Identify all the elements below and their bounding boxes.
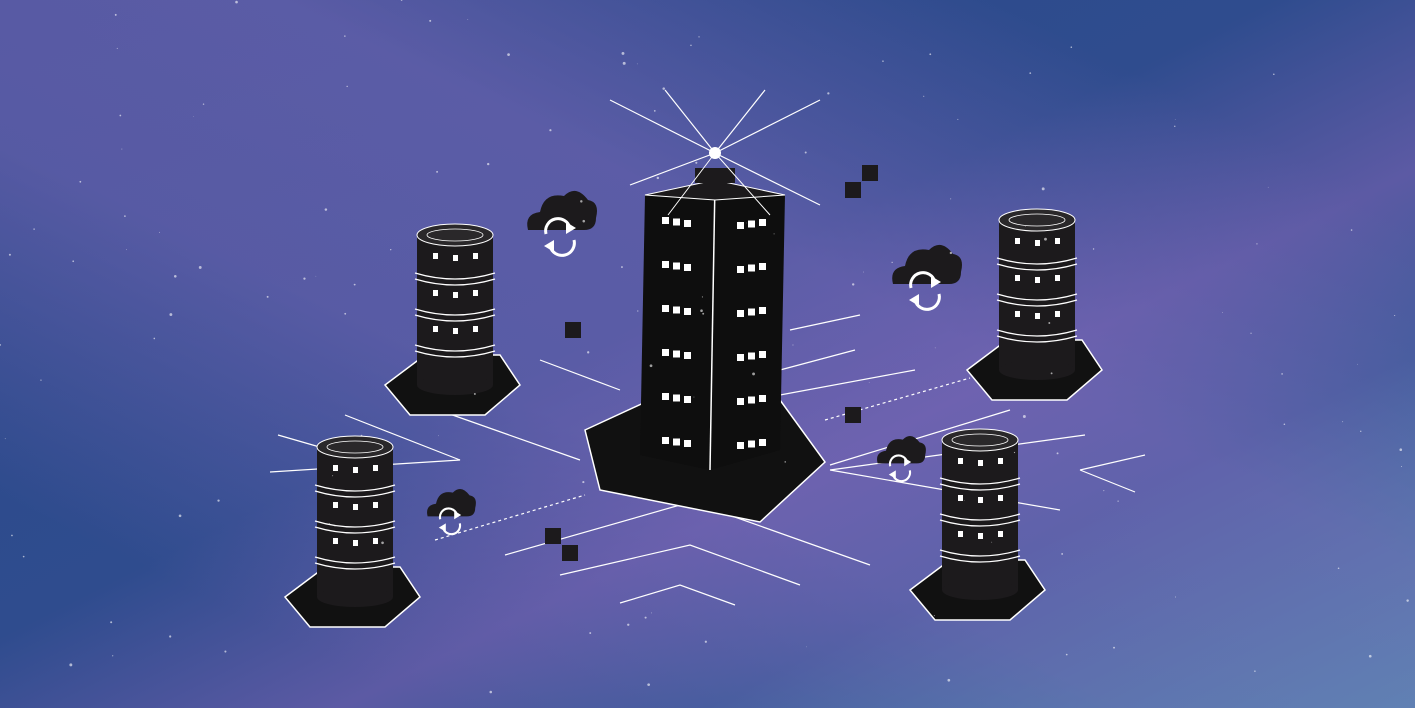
stars	[0, 0, 1409, 693]
beacon-icon	[667, 147, 771, 216]
central-tower	[584, 147, 826, 523]
tower-windows	[662, 217, 766, 449]
pixel-squares	[545, 165, 878, 561]
